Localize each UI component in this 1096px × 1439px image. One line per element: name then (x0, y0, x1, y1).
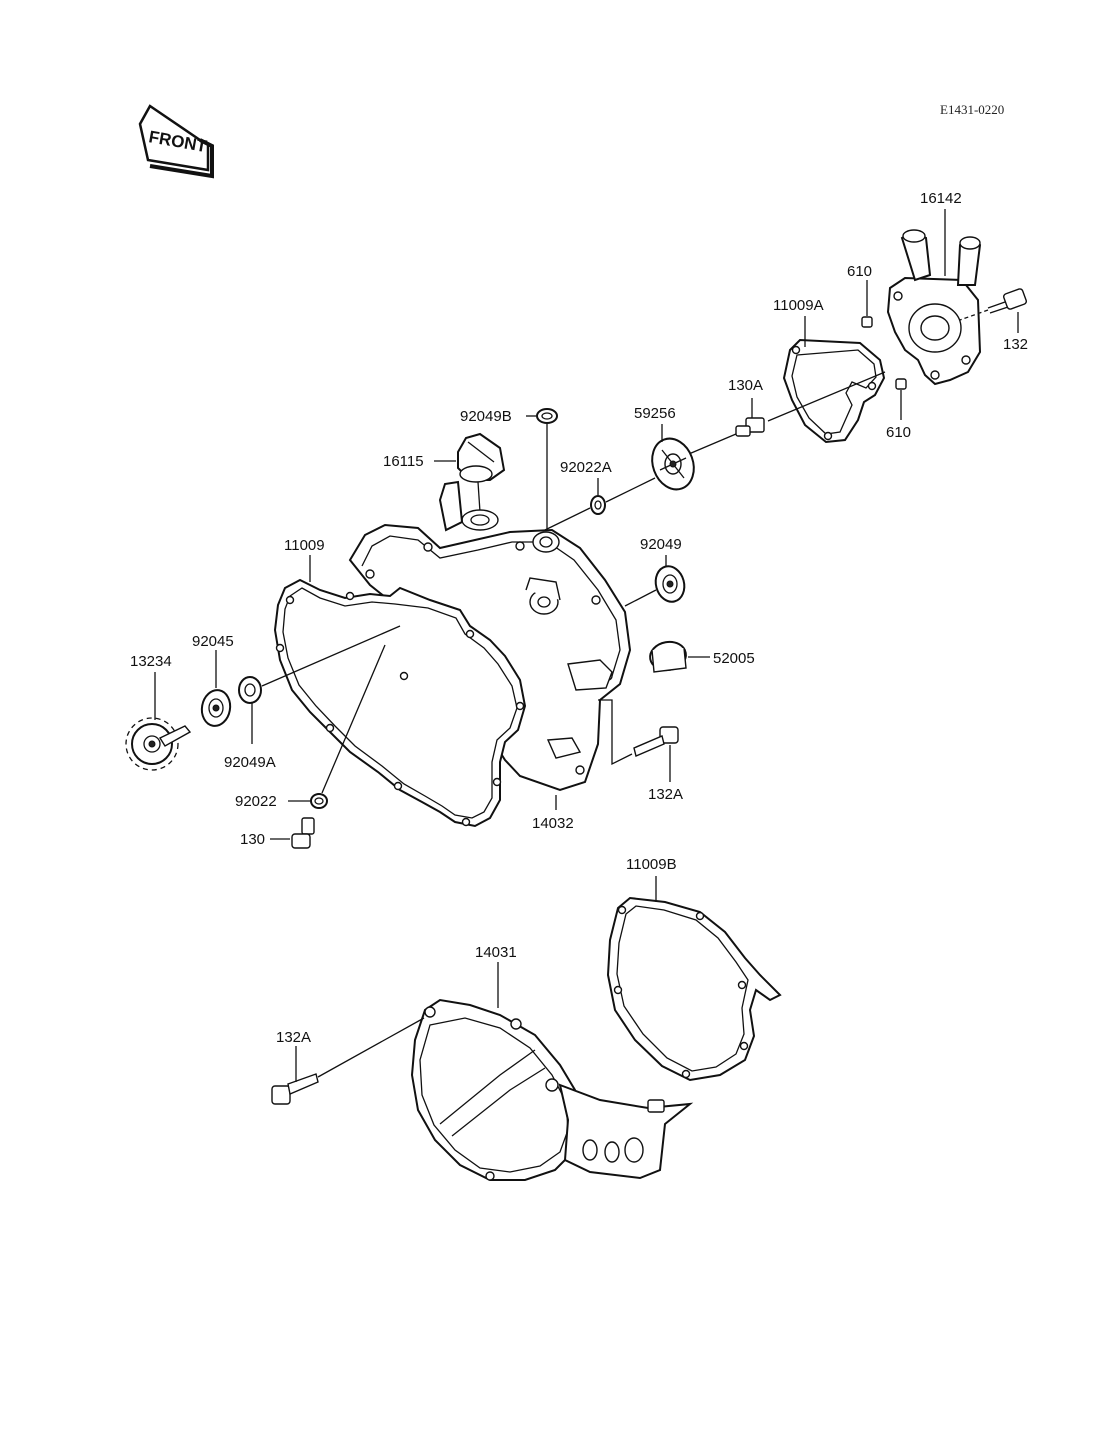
gear-13234 (125, 717, 192, 771)
diagram-code: E1431-0220 (940, 102, 1004, 117)
oil-filler-cap-16115 (457, 432, 506, 483)
leader-seal-axis (544, 507, 591, 531)
part-label-11009: 11009 (284, 537, 325, 554)
part-label-16142: 16142 (920, 190, 962, 207)
generator-cover-14031 (410, 998, 694, 1181)
part-label-92049a: 92049A (224, 754, 276, 771)
bolt-132a-bottom (271, 1073, 319, 1105)
part-label-14031: 14031 (475, 944, 517, 961)
part-label-13234: 13234 (130, 653, 172, 670)
leader-132a-mid-axis (598, 699, 633, 766)
part-label-132a-mid: 132A (648, 786, 683, 803)
part-label-92049: 92049 (640, 536, 682, 553)
seal-52005 (649, 640, 687, 673)
gasket-11009a (782, 338, 886, 444)
seal-92022a (590, 495, 606, 515)
dowel-pin-610-bottom (895, 378, 907, 390)
part-label-11009b: 11009B (626, 856, 677, 873)
leader-92049-axis (624, 589, 657, 607)
gasket-11009b (606, 896, 782, 1082)
dowel-pin-610-top (861, 316, 873, 328)
part-label-59256: 59256 (634, 405, 676, 422)
part-label-610-bottom: 610 (886, 424, 911, 441)
bolt-132 (987, 288, 1027, 314)
part-label-14032: 14032 (532, 815, 574, 832)
part-label-132a-bottom: 132A (276, 1029, 311, 1046)
part-label-130a: 130A (728, 377, 763, 394)
part-label-610-top: 610 (847, 263, 872, 280)
part-label-92022a: 92022A (560, 459, 612, 476)
gasket-11009 (273, 578, 527, 828)
impeller-59256 (651, 437, 695, 491)
leader-impeller-axis (605, 477, 656, 503)
washer-92049b (536, 408, 558, 424)
bolt-130 (291, 817, 315, 849)
part-label-11009a: 11009A (773, 297, 824, 314)
bearing-92045 (200, 689, 232, 727)
part-label-52005: 52005 (713, 650, 755, 667)
leader-shaft-axis (261, 625, 401, 687)
part-label-130: 130 (240, 831, 265, 848)
leader-cap-axis (477, 481, 481, 513)
part-label-92022: 92022 (235, 793, 277, 810)
water-pump-housing (886, 229, 982, 386)
bearing-92049a (238, 676, 262, 704)
front-arrow-icon: FRONT (138, 104, 214, 179)
part-label-92049b: 92049B (460, 408, 512, 425)
part-label-92045: 92045 (192, 633, 234, 650)
bolt-130a (735, 417, 765, 437)
leader-132-dash (959, 309, 989, 321)
part-label-132: 132 (1003, 336, 1028, 353)
leader-pump-axis (767, 371, 886, 422)
leader-132a-bottom-axis (317, 1017, 425, 1078)
part-label-16115: 16115 (383, 453, 424, 470)
seal-92022 (310, 793, 328, 809)
bolt-132a-mid (633, 726, 679, 757)
bearing-92049 (654, 565, 686, 603)
leader-92022-axis (321, 644, 386, 794)
